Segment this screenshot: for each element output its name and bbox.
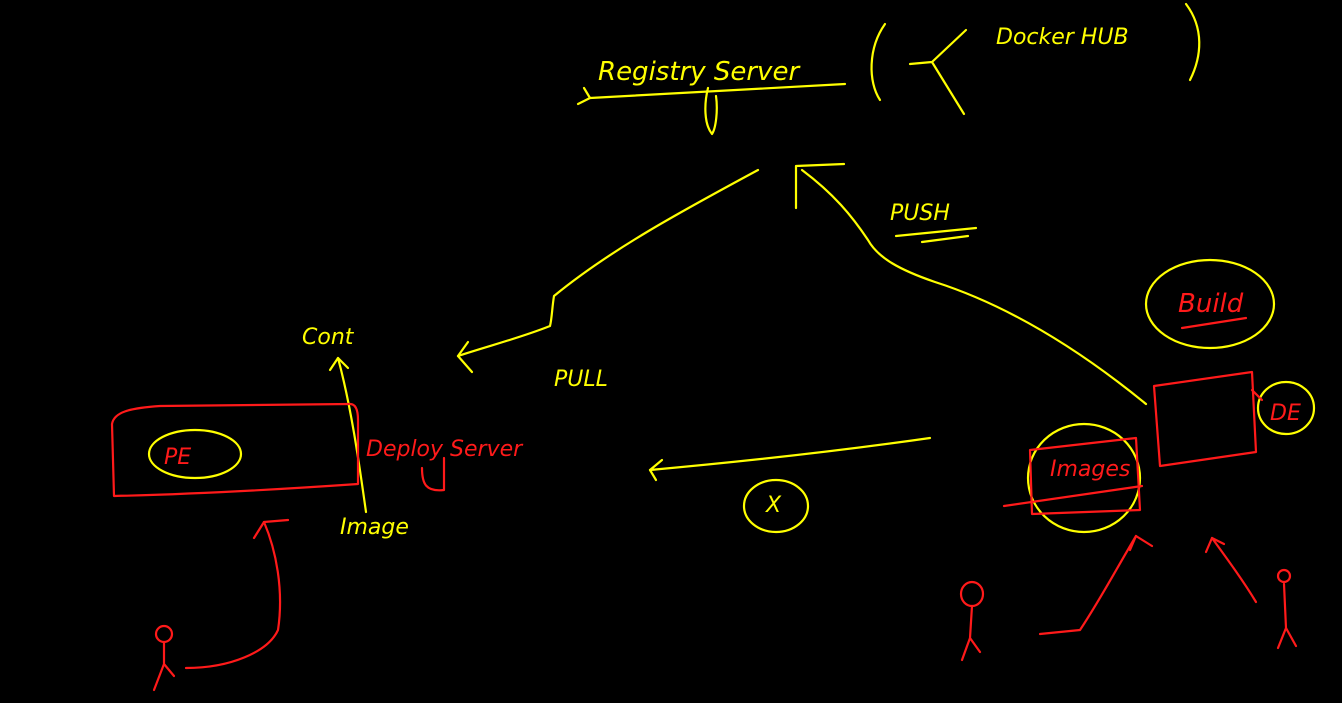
- de-label: DE: [1270, 401, 1301, 426]
- user-figure-right: [1276, 568, 1298, 650]
- images-strike: [1002, 484, 1144, 508]
- user-to-deploy-head: [252, 518, 290, 540]
- direct-arrow-head: [648, 458, 664, 482]
- deploy-descender: [420, 456, 446, 492]
- pull-arrow-head: [456, 340, 474, 374]
- deploy-server-box: [110, 402, 360, 498]
- pull-arrow-line: [456, 168, 760, 358]
- cont-label: Cont: [302, 325, 355, 350]
- docker-hub-label: Docker HUB: [996, 25, 1129, 50]
- close-paren: [1184, 2, 1201, 82]
- x-mark: X: [765, 493, 782, 518]
- pull-label: PULL: [554, 367, 608, 392]
- user-figure-left: [152, 624, 176, 692]
- registry-server-label: Registry Server: [598, 57, 801, 87]
- red-strokes: Build Images Deploy Server: [110, 289, 1298, 692]
- registry-descender: [704, 86, 718, 136]
- build-circle: [1144, 258, 1276, 350]
- images-circle: [1026, 422, 1142, 534]
- registry-arrow-tick: [576, 86, 592, 106]
- push-underline: [894, 226, 978, 244]
- images-label: Images: [1050, 457, 1130, 482]
- build-label: Build: [1178, 289, 1244, 319]
- push-arrow-head: [794, 162, 846, 210]
- user-to-deploy-line: [184, 520, 282, 670]
- registry-underline: [588, 82, 847, 100]
- x-circle: [742, 478, 810, 534]
- push-label: PUSH: [890, 201, 950, 226]
- pe-circle: [147, 428, 243, 480]
- open-paren: [870, 22, 887, 102]
- image-to-cont-line: [336, 356, 368, 514]
- user-to-images-head: [1128, 534, 1154, 552]
- de-box: [1152, 370, 1258, 468]
- images-box: [1028, 436, 1142, 516]
- image-label: Image: [340, 515, 409, 540]
- direct-arrow-line: [648, 436, 932, 472]
- user-figure-middle: [959, 580, 985, 662]
- docker-hub-pointer: [908, 28, 968, 116]
- user-to-de-head: [1204, 536, 1226, 554]
- user-to-images-line: [1038, 534, 1138, 636]
- image-to-cont-head: [328, 356, 350, 372]
- user-to-de-line: [1210, 536, 1258, 604]
- pe-label: PE: [164, 445, 191, 470]
- de-box-connector: [1250, 388, 1264, 402]
- yellow-strokes: Registry Server Docker HUB PULL PUSH DE …: [147, 2, 1316, 540]
- de-circle: [1256, 380, 1316, 436]
- push-arrow-line: [800, 168, 1148, 406]
- build-underline: [1180, 316, 1248, 330]
